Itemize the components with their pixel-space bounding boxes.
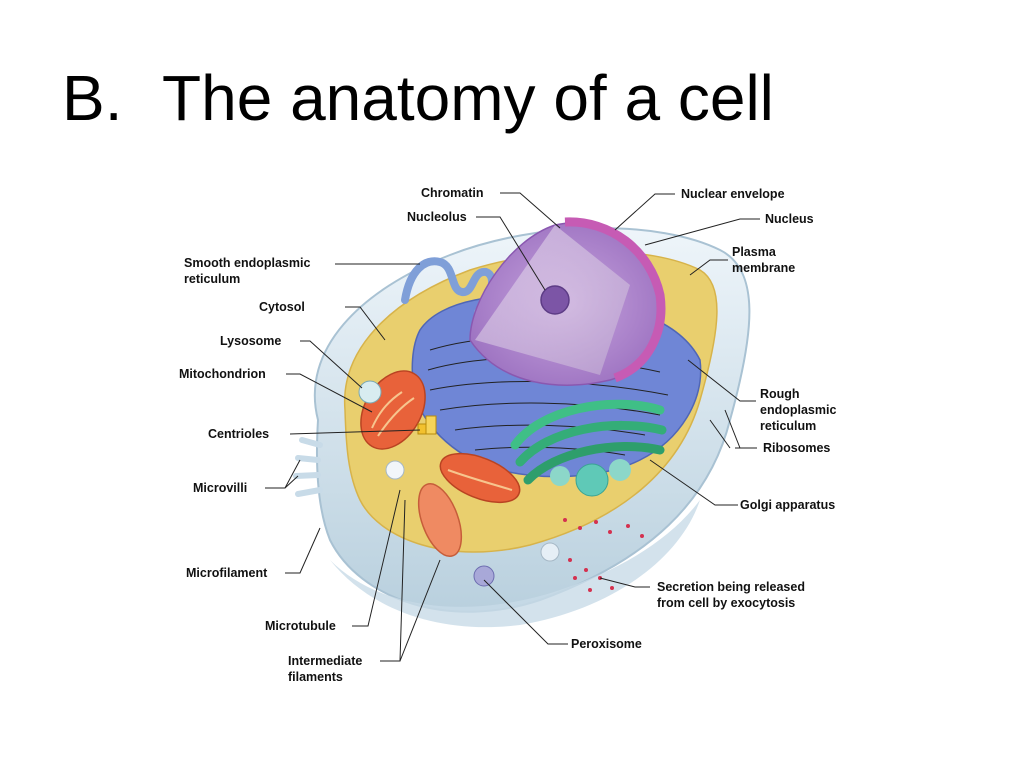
label-plasma-membrane-line2: membrane	[732, 261, 795, 275]
label-lysosome: Lysosome	[220, 334, 281, 348]
label-microfilament: Microfilament	[186, 566, 268, 580]
label-intermediate-line2: filaments	[288, 670, 343, 684]
label-peroxisome: Peroxisome	[571, 637, 642, 651]
label-nucleolus: Nucleolus	[407, 210, 467, 224]
peroxisome-shape	[473, 565, 495, 587]
label-rough-er-line1: Rough	[760, 387, 800, 401]
vesicle-shape	[540, 542, 560, 562]
slide-title: B. The anatomy of a cell	[62, 58, 774, 138]
label-rough-er-line2: endoplasmic	[760, 403, 836, 417]
label-secretion-line1: Secretion being released	[657, 580, 805, 594]
label-rough-er-line3: reticulum	[760, 419, 816, 433]
label-cytosol: Cytosol	[259, 300, 305, 314]
secretion-dots	[563, 518, 644, 592]
leader-lines	[265, 192, 760, 662]
centrioles-shape	[417, 415, 437, 435]
label-microvilli: Microvilli	[193, 481, 247, 495]
label-centrioles: Centrioles	[208, 427, 269, 441]
label-mitochondrion: Mitochondrion	[179, 367, 266, 381]
label-nucleus: Nucleus	[765, 212, 814, 226]
slide-title-text: The anatomy of a cell	[162, 62, 774, 134]
lysosome-shape	[358, 380, 382, 404]
label-nuclear-envelope: Nuclear envelope	[681, 187, 785, 201]
nucleus-shape	[469, 217, 666, 386]
microvilli-shape	[293, 437, 323, 497]
label-golgi-apparatus: Golgi apparatus	[740, 498, 835, 512]
golgi-shape	[510, 399, 667, 497]
label-intermediate-line1: Intermediate	[288, 654, 362, 668]
label-plasma-membrane-line1: Plasma	[732, 245, 777, 259]
label-smooth-er-line2: reticulum	[184, 272, 240, 286]
label-ribosomes: Ribosomes	[763, 441, 830, 455]
label-secretion-line2: from cell by exocytosis	[657, 596, 795, 610]
label-smooth-er-line1: Smooth endoplasmic	[184, 256, 310, 270]
label-chromatin: Chromatin	[421, 186, 484, 200]
label-microtubule: Microtubule	[265, 619, 336, 633]
vesicle-shape	[385, 460, 405, 480]
slide-title-number: B.	[62, 62, 123, 134]
